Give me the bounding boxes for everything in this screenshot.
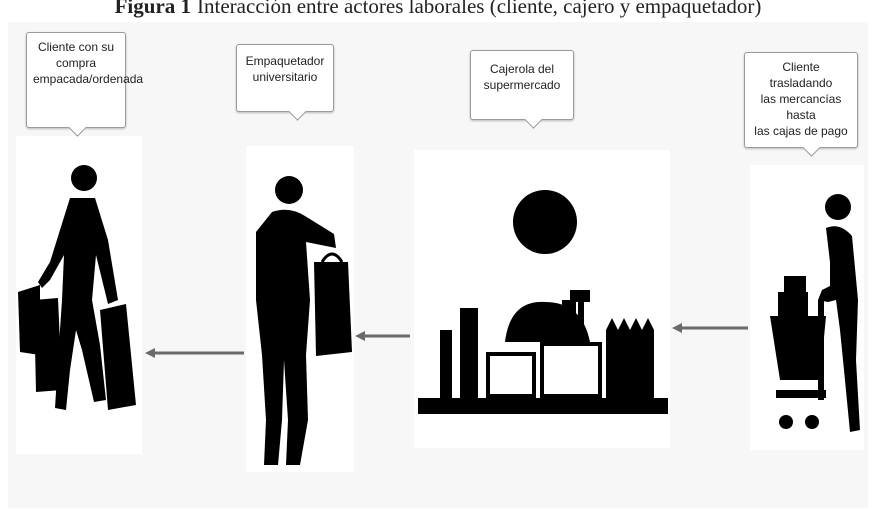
- customer-with-bags-icon: [18, 165, 136, 410]
- bubble-line: supermercado: [483, 78, 561, 92]
- bubble-line: compra: [55, 56, 96, 70]
- bubble-line: universitario: [252, 70, 318, 84]
- bubble-line: Cliente trasladando: [769, 60, 833, 90]
- figure-caption: Figura 1 Interacción entre actores labora…: [0, 0, 876, 20]
- figure-caption-label: Figura 1: [114, 0, 192, 18]
- bubble-customer-cart: Cliente trasladando las mercancías hasta…: [744, 52, 858, 157]
- bubble-cashier: Cajerola del supermercado: [470, 50, 574, 129]
- figure-caption-text: Interacción entre actores laborales (cli…: [197, 0, 762, 18]
- bubble-line: las cajas de pago: [754, 124, 848, 138]
- bubble-line: Cajerola del: [489, 62, 555, 76]
- cashier-at-counter-icon: [418, 190, 668, 414]
- bubble-line: las mercancías hasta: [760, 92, 842, 122]
- customer-with-cart-icon: [770, 194, 860, 432]
- flow-arrows: [145, 323, 748, 358]
- bubble-line: Empaquetador: [245, 54, 325, 68]
- bubble-line: empacada/ordenada: [33, 72, 144, 86]
- bubble-customer-packed: Cliente con su compra empacada/ordenada: [26, 32, 144, 137]
- bubble-packer: Empaquetador universitario: [236, 44, 334, 121]
- bubble-line: Cliente con su: [37, 40, 115, 54]
- packer-icon: [256, 176, 352, 465]
